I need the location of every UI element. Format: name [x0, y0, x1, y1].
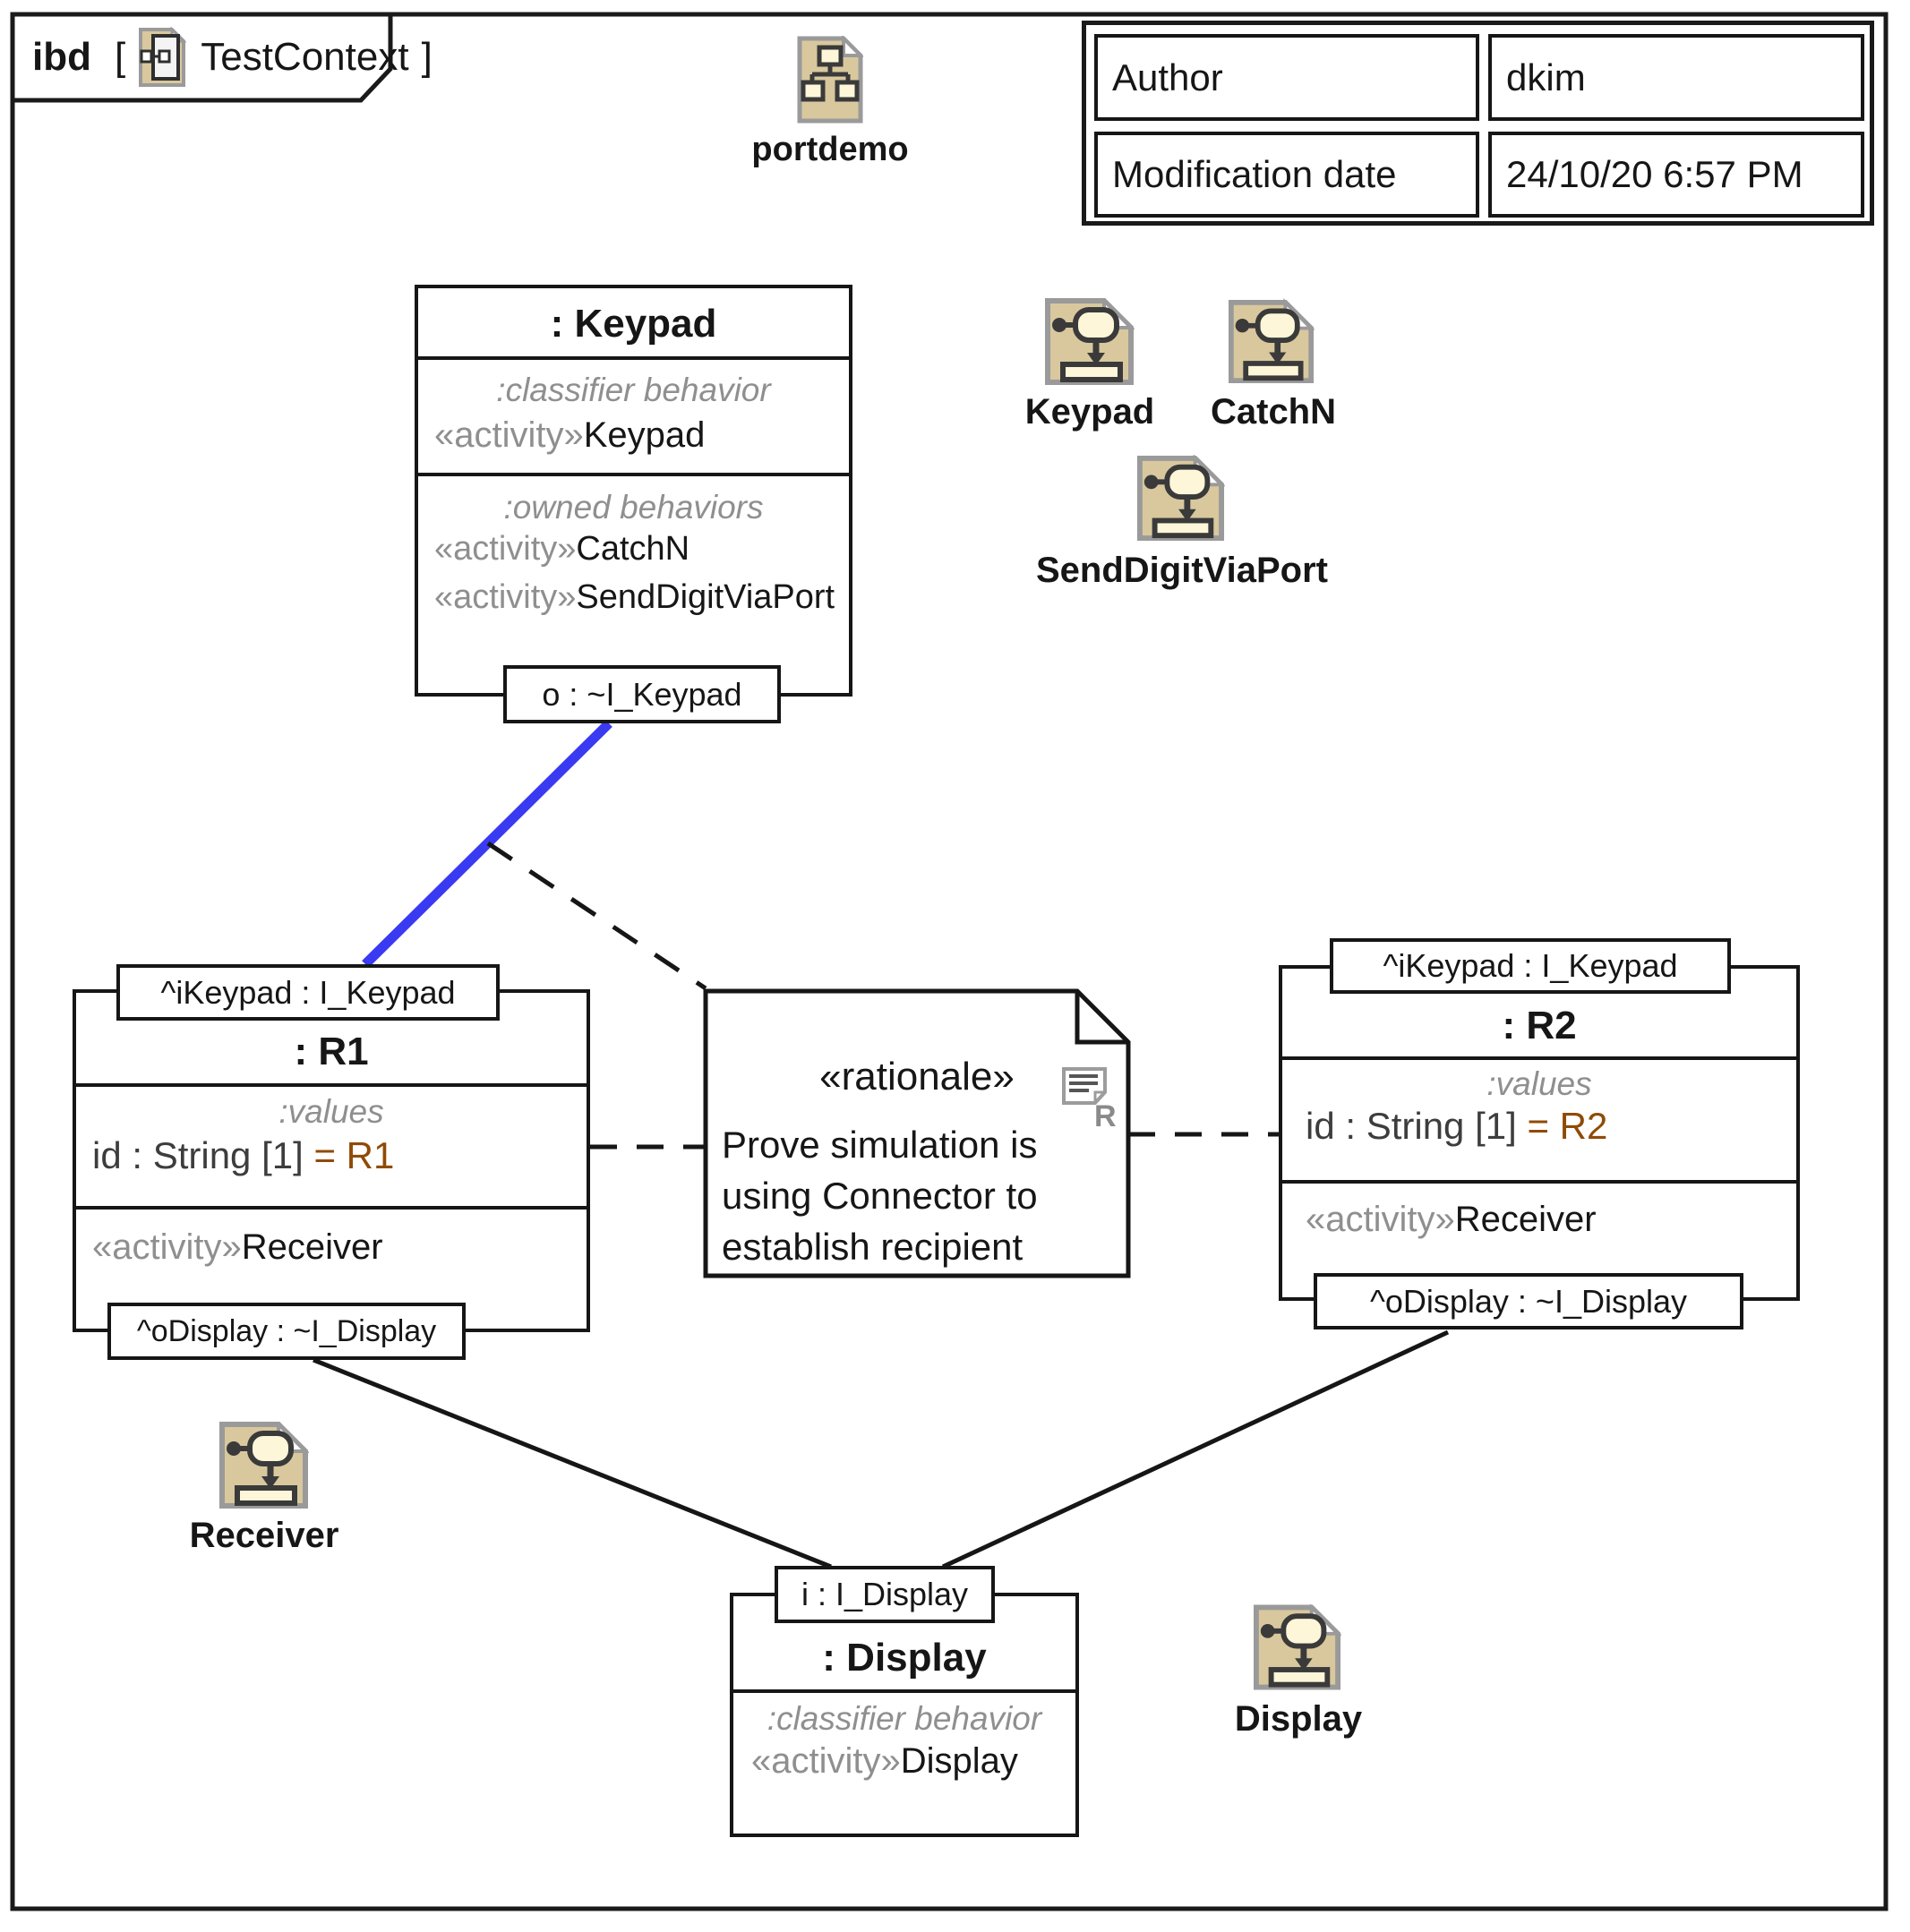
rationale-document-icon	[1062, 1067, 1107, 1105]
r2-part-block[interactable]: : R2 :values id : String [1] = R2 «activ…	[1279, 965, 1800, 1301]
r2-port-odisplay[interactable]: ^oDisplay : ~I_Display	[1314, 1273, 1743, 1329]
behavior-name: CatchN	[576, 530, 690, 568]
r2-port-ikeypad[interactable]: ^iKeypad : I_Keypad	[1330, 938, 1731, 994]
diagram-frame	[10, 12, 1889, 1911]
display-classifier-behavior-label: :classifier behavior	[767, 1700, 1042, 1737]
activity-icon-senddigitviaport-label: SendDigitViaPort	[1036, 551, 1328, 590]
r1-part-block[interactable]: : R1 :values id : String [1] = R1 «activ…	[73, 989, 590, 1332]
keypad-separator-1	[418, 356, 849, 360]
diagram-header-tab-shape	[10, 12, 393, 103]
value-declaration: id : String [1]	[1306, 1105, 1517, 1147]
diagram-header-tab: ibd [ TestContext ]	[32, 21, 433, 93]
portdemo-label: portdemo	[751, 131, 909, 168]
behavior-name: Display	[900, 1741, 1018, 1781]
keypad-owned-behavior-2: «activity»SendDigitViaPort	[434, 578, 835, 617]
r2-separator-1	[1282, 1056, 1796, 1060]
rationale-note-fold	[1075, 991, 1128, 1045]
r1-separator-2	[76, 1206, 587, 1210]
r2-separator-2	[1282, 1180, 1796, 1184]
activity-icon-catchn-label: CatchN	[1210, 392, 1337, 432]
connector-r1-to-display[interactable]	[313, 1357, 832, 1569]
r1-block-title: : R1	[294, 1030, 369, 1073]
rationale-stereotype: «rationale»	[819, 1055, 1015, 1099]
diagram-kind-label: ibd	[32, 35, 91, 79]
value-assignment: = R2	[1516, 1105, 1608, 1147]
activity-stereotype: «activity»	[751, 1741, 901, 1781]
activity-stereotype: «activity»	[92, 1227, 242, 1267]
info-table-modification-value: 24/10/20 6:57 PM	[1488, 132, 1864, 218]
info-table-modification-label: Modification date	[1094, 132, 1479, 218]
display-part-block[interactable]: : Display :classifier behavior «activity…	[730, 1593, 1079, 1837]
keypad-owned-behavior-1: «activity»CatchN	[434, 530, 689, 568]
info-table-author-label: Author	[1094, 34, 1479, 121]
display-separator-1	[733, 1689, 1075, 1693]
activity-icon-receiver[interactable]	[219, 1422, 309, 1509]
ibd-diagram-icon	[139, 27, 187, 87]
portdemo-package-icon[interactable]	[797, 36, 863, 124]
rationale-body: Prove simulation is using Connector to e…	[722, 1119, 1038, 1272]
r1-separator-1	[76, 1083, 587, 1087]
rationale-line-2: using Connector to	[722, 1175, 1038, 1217]
activity-stereotype: «activity»	[434, 530, 577, 568]
keypad-owned-behaviors-label: :owned behaviors	[503, 489, 764, 526]
connector-keypad-to-r1[interactable]	[362, 720, 612, 968]
activity-stereotype: «activity»	[1306, 1200, 1455, 1239]
behavior-name: SendDigitViaPort	[576, 578, 835, 616]
activity-icon-receiver-label: Receiver	[189, 1516, 339, 1555]
activity-stereotype: «activity»	[434, 578, 577, 616]
value-declaration: id : String [1]	[92, 1134, 304, 1176]
keypad-classifier-behavior: «activity»Keypad	[434, 415, 705, 456]
keypad-block-title: : Keypad	[550, 302, 717, 346]
r2-block-title: : R2	[1502, 1004, 1577, 1047]
activity-icon-display-label: Display	[1234, 1699, 1363, 1739]
rationale-line-1: Prove simulation is	[722, 1124, 1038, 1166]
activity-stereotype: «activity»	[434, 415, 584, 455]
activity-icon-display[interactable]	[1254, 1604, 1341, 1690]
activity-icon-keypad[interactable]	[1045, 298, 1135, 385]
r1-behavior-line: «activity»Receiver	[92, 1227, 383, 1268]
behavior-name: Keypad	[583, 415, 706, 455]
display-port-i[interactable]: i : I_Display	[775, 1566, 995, 1623]
r1-value-line: id : String [1] = R1	[92, 1134, 394, 1177]
keypad-classifier-behavior-label: :classifier behavior	[496, 372, 771, 408]
display-block-title: : Display	[822, 1636, 987, 1680]
r1-port-ikeypad[interactable]: ^iKeypad : I_Keypad	[116, 964, 500, 1021]
behavior-name: Receiver	[1454, 1200, 1597, 1239]
behavior-name: Receiver	[241, 1227, 383, 1267]
r2-value-line: id : String [1] = R2	[1306, 1105, 1607, 1148]
activity-icon-senddigitviaport[interactable]	[1137, 455, 1225, 542]
r1-values-label: :values	[278, 1093, 384, 1130]
keypad-part-block[interactable]: : Keypad :classifier behavior «activity»…	[415, 285, 852, 697]
value-assignment: = R1	[303, 1134, 395, 1176]
r2-values-label: :values	[1486, 1065, 1592, 1102]
rationale-line-3: establish recipient	[722, 1226, 1024, 1268]
r2-behavior-line: «activity»Receiver	[1306, 1200, 1597, 1240]
tab-open-bracket: [	[114, 35, 126, 79]
rationale-note-shape[interactable]	[703, 988, 1131, 1278]
keypad-port-o[interactable]: o : ~I_Keypad	[503, 665, 781, 723]
diagram-name: TestContext	[201, 35, 409, 79]
activity-icon-keypad-label: Keypad	[1024, 392, 1155, 432]
info-table-author-value: dkim	[1488, 34, 1864, 121]
keypad-separator-2	[418, 473, 849, 476]
activity-icon-catchn[interactable]	[1229, 298, 1315, 385]
display-classifier-behavior: «activity»Display	[751, 1741, 1018, 1782]
rationale-icon-badge: R	[1094, 1099, 1117, 1133]
connector-r2-to-display[interactable]	[941, 1329, 1450, 1569]
tab-close-bracket: ]	[421, 35, 433, 79]
r1-port-odisplay[interactable]: ^oDisplay : ~I_Display	[107, 1303, 466, 1360]
note-anchor-to-connector[interactable]	[486, 841, 707, 991]
